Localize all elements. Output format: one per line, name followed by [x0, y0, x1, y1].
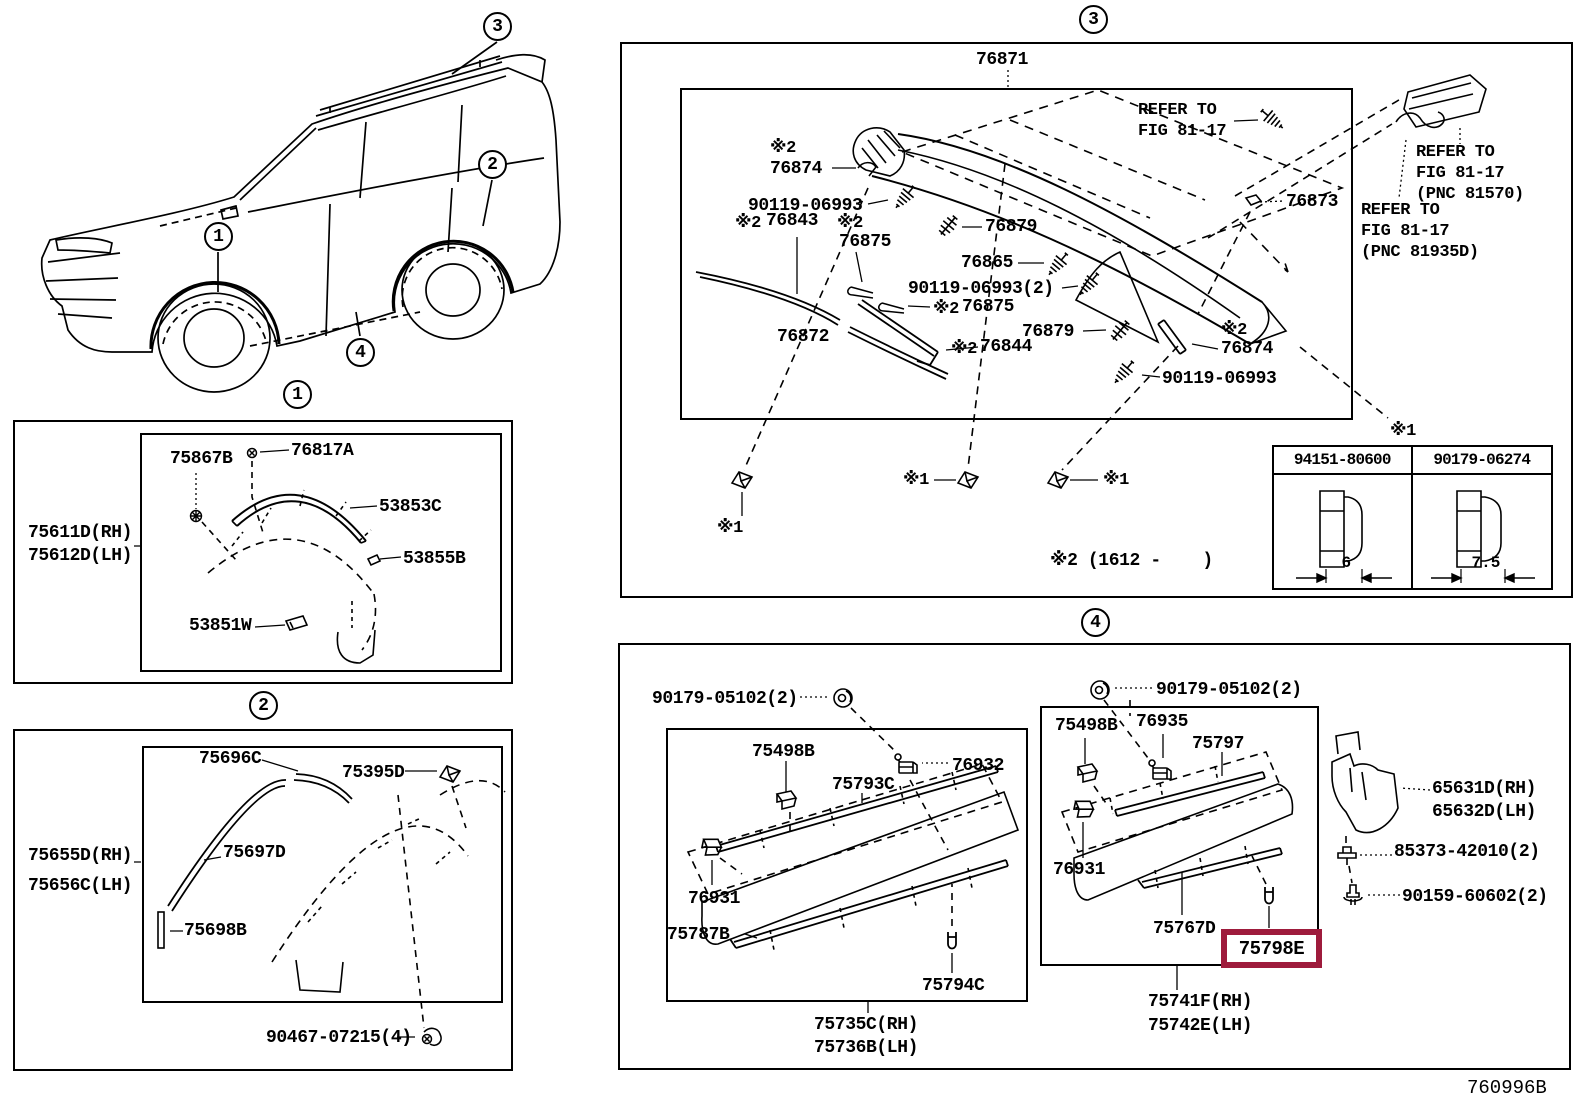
part-label[interactable]: 76872: [777, 327, 830, 347]
section-1-outer: [13, 420, 513, 684]
part-label[interactable]: 53855B: [403, 549, 466, 569]
part-label[interactable]: 75787B: [667, 925, 730, 945]
part-label[interactable]: 75611D(RH): [28, 523, 133, 543]
section-marker-4[interactable]: 4: [346, 338, 375, 367]
highlighted-part-label[interactable]: 75798E: [1221, 929, 1322, 968]
part-label[interactable]: 75498B: [752, 742, 815, 762]
reference-mark: ※1: [1390, 422, 1416, 441]
reference-mark: ※1: [903, 471, 929, 490]
section-2-outer: [13, 729, 513, 1071]
section-2-inner: [142, 746, 503, 1003]
reference-mark: ※2: [837, 214, 863, 233]
part-label[interactable]: 76931: [688, 889, 741, 909]
section-4-inner-left: [666, 728, 1028, 1002]
reference-mark: ※2: [933, 300, 959, 319]
clip-part-number[interactable]: 94151-80600: [1274, 447, 1411, 475]
part-label[interactable]: 76865: [961, 253, 1014, 273]
part-label[interactable]: 75793C: [832, 775, 895, 795]
part-label[interactable]: 75655D(RH): [28, 846, 133, 866]
section-marker-2[interactable]: 2: [249, 691, 278, 720]
clip-dimension: 7.5: [1471, 554, 1501, 572]
section-3-outer: [620, 42, 1573, 598]
part-label[interactable]: 53853C: [379, 497, 442, 517]
part-label[interactable]: 75741F(RH): [1148, 992, 1253, 1012]
part-label[interactable]: 76844: [980, 337, 1033, 357]
section-4-inner-right: [1040, 706, 1319, 966]
part-label[interactable]: 76879: [985, 217, 1038, 237]
part-label[interactable]: 75395D: [342, 763, 405, 783]
section-marker-1[interactable]: 1: [283, 380, 312, 409]
refer-to-note: REFER TO FIG 81-17 (PNC 81935D): [1361, 201, 1479, 262]
part-label[interactable]: 76874: [1221, 339, 1274, 359]
section-marker-3[interactable]: 3: [1079, 5, 1108, 34]
section-marker-4[interactable]: 4: [1081, 608, 1110, 637]
part-label[interactable]: 90179-05102(2): [652, 689, 798, 709]
part-label[interactable]: 90159-60602(2): [1402, 887, 1548, 907]
footnote: ※2 (1612 - ): [1050, 551, 1213, 571]
part-label[interactable]: 76932: [952, 756, 1005, 776]
part-label[interactable]: 75696C: [199, 749, 262, 769]
part-label[interactable]: 75767D: [1153, 919, 1216, 939]
section-marker-1[interactable]: 1: [204, 222, 233, 251]
part-label[interactable]: 75736B(LH): [814, 1038, 919, 1058]
part-label[interactable]: 90179-05102(2): [1156, 680, 1302, 700]
part-label[interactable]: 90119-06993: [1162, 369, 1277, 389]
part-label[interactable]: 85373-42010(2): [1394, 842, 1540, 862]
part-label[interactable]: 75735C(RH): [814, 1015, 919, 1035]
refer-to-note: REFER TO FIG 81-17: [1138, 101, 1227, 141]
clip-drawing-cell: 6: [1274, 475, 1411, 588]
part-label[interactable]: 65631D(RH): [1432, 779, 1537, 799]
part-label[interactable]: 75498B: [1055, 716, 1118, 736]
reference-mark: ※2: [735, 214, 761, 233]
clip-part-number[interactable]: 90179-06274: [1412, 447, 1551, 475]
part-label[interactable]: 76874: [770, 159, 823, 179]
reference-mark: ※1: [1103, 471, 1129, 490]
page-code: 760996B: [1467, 1077, 1547, 1099]
section-1-inner: [140, 433, 502, 672]
part-label[interactable]: 76875: [962, 297, 1015, 317]
reference-mark: ※2: [951, 340, 977, 359]
part-label[interactable]: 75698B: [184, 921, 247, 941]
part-label[interactable]: 76843: [766, 211, 819, 231]
section-4-outer: [618, 643, 1571, 1070]
part-label[interactable]: 75697D: [223, 843, 286, 863]
reference-mark: ※2: [1221, 321, 1247, 340]
part-label[interactable]: 75797: [1192, 734, 1245, 754]
part-label[interactable]: 76931: [1053, 860, 1106, 880]
part-label[interactable]: 76871: [976, 50, 1029, 70]
part-label[interactable]: 53851W: [189, 616, 252, 636]
clip-size-column: 94151-80600 6: [1274, 447, 1413, 588]
clip-dimension: 6: [1341, 554, 1352, 572]
part-label[interactable]: 76879: [1022, 322, 1075, 342]
part-label[interactable]: 75656C(LH): [28, 876, 133, 896]
grommet-drawing: [1430, 490, 1535, 584]
reference-mark: ※2: [770, 139, 796, 158]
refer-to-note: REFER TO FIG 81-17 (PNC 81570): [1416, 143, 1524, 204]
part-label[interactable]: 75794C: [922, 976, 985, 996]
part-label[interactable]: 75612D(LH): [28, 546, 133, 566]
part-label[interactable]: 76873: [1286, 192, 1339, 212]
part-label[interactable]: 76817A: [291, 441, 354, 461]
part-label[interactable]: 76875: [839, 232, 892, 252]
section-marker-3[interactable]: 3: [483, 12, 512, 41]
grommet-drawing: [1296, 490, 1392, 584]
part-label[interactable]: 90467-07215(4): [266, 1028, 412, 1048]
part-label[interactable]: 75867B: [170, 449, 233, 469]
clip-size-table: 94151-80600 6 90179-06274: [1272, 445, 1553, 590]
part-label[interactable]: 65632D(LH): [1432, 802, 1537, 822]
part-label[interactable]: 76935: [1136, 712, 1189, 732]
clip-size-column: 90179-06274 7.5: [1412, 447, 1552, 588]
clip-drawing-cell: 7.5: [1413, 475, 1552, 588]
part-label[interactable]: 75742E(LH): [1148, 1016, 1253, 1036]
reference-mark: ※1: [717, 519, 743, 538]
part-label[interactable]: 90119-06993(2): [908, 279, 1054, 299]
part-label[interactable]: 90119-06993: [748, 196, 863, 216]
section-marker-2[interactable]: 2: [478, 150, 507, 179]
section-3-inner: [680, 88, 1353, 420]
